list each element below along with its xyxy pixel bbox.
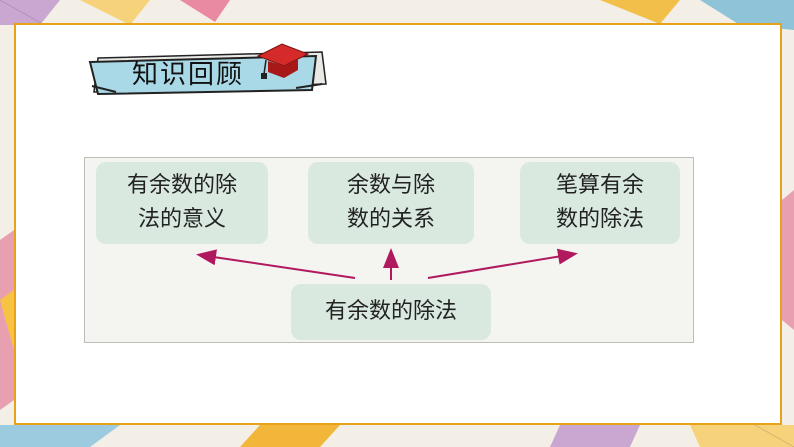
title-badge: 知识回顾 xyxy=(86,40,336,104)
node-center-division-with-remainder: 有余数的除法 xyxy=(291,284,491,340)
node-line: 数的关系 xyxy=(346,207,435,232)
node-line: 法的意义 xyxy=(137,207,226,232)
node-line: 数的除法 xyxy=(555,207,644,232)
arrow-left xyxy=(196,249,356,279)
node-remainder-divisor-relation: 余数与除 数的关系 xyxy=(308,162,474,244)
section-title: 知识回顾 xyxy=(132,60,245,90)
node-line: 笔算有余 xyxy=(555,173,644,198)
graduation-cap-icon xyxy=(256,43,310,79)
node-written-division: 笔算有余 数的除法 xyxy=(520,162,680,244)
node-division-meaning: 有余数的除 法的意义 xyxy=(96,162,268,244)
node-line: 有余数的除法 xyxy=(324,299,457,324)
node-line: 有余数的除 xyxy=(126,173,237,198)
arrow-right xyxy=(427,248,578,279)
node-line: 余数与除 xyxy=(346,173,435,198)
